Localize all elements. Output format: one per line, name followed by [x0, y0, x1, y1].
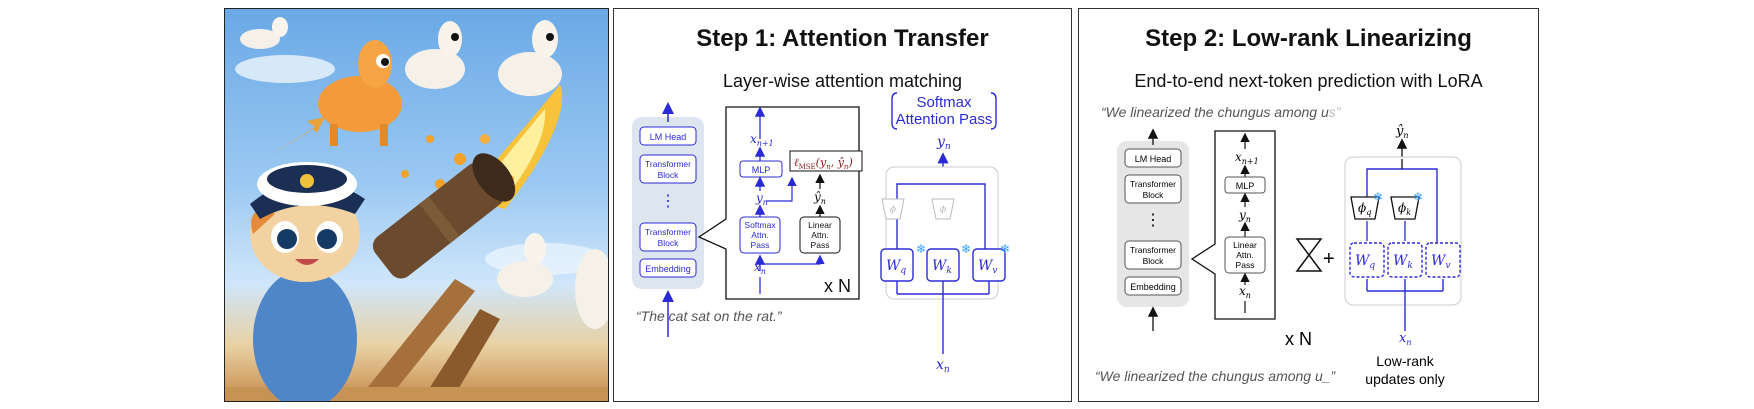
phi-q-ghost [881, 198, 905, 220]
svg-text:Linear: Linear [1233, 240, 1257, 250]
frozen-snowflake-icon: ❄ [1000, 242, 1010, 256]
input-sentence: “We linearized the chungus among u_” [1095, 368, 1337, 384]
embedding-label: Embedding [645, 264, 691, 274]
svg-text:Linear: Linear [808, 220, 832, 230]
lm-head-block [639, 126, 697, 146]
svg-text:Wk: Wk [932, 258, 952, 276]
lm-head-block [1124, 148, 1182, 168]
softmax-attn-block [739, 216, 781, 254]
svg-text:ϕk: ϕk [1398, 201, 1411, 217]
mlp-label: MLP [752, 165, 771, 175]
svg-text:Transformer: Transformer [1130, 245, 1176, 255]
svg-text:Softmax: Softmax [916, 94, 972, 111]
svg-text:ℓMSE(yn, ŷn): ℓMSE(yn, ŷn) [794, 156, 853, 171]
svg-text:Attn.: Attn. [811, 230, 828, 240]
frozen-snowflake-icon: ❄ [1373, 190, 1383, 204]
svg-text:Wv: Wv [1431, 253, 1450, 271]
lm-head-label: LM Head [650, 132, 687, 142]
lowrank-caption-1: Low-rank [1376, 353, 1435, 369]
svg-text:Softmax: Softmax [744, 220, 776, 230]
plus-sign: + [1323, 248, 1335, 270]
svg-text:Block: Block [658, 238, 680, 248]
svg-text:xn+1: xn+1 [750, 132, 774, 148]
svg-text:Wk: Wk [1393, 253, 1413, 271]
svg-text:xn: xn [1399, 331, 1412, 347]
svg-text:xn+1: xn+1 [1235, 150, 1259, 166]
svg-text:ϕq: ϕq [1358, 201, 1371, 217]
transformer-block-top [1124, 174, 1182, 204]
svg-text:Pass: Pass [811, 240, 830, 250]
wk-lora-block [1387, 242, 1423, 278]
ellipsis: ⋮ [660, 193, 676, 210]
phi-q-block [1350, 196, 1380, 220]
svg-text:Block: Block [1143, 256, 1165, 266]
svg-text:yn: yn [1238, 208, 1251, 224]
input-sentence: “The cat sat on the rat.” [636, 308, 783, 324]
svg-text:Block: Block [658, 170, 680, 180]
frozen-snowflake-icon: ❄ [1413, 190, 1423, 204]
svg-text:Pass: Pass [1236, 260, 1255, 270]
layer-zoom-callout [1190, 130, 1276, 320]
svg-text:Pass: Pass [751, 240, 770, 250]
illustration-llama-cannon [224, 8, 609, 402]
phi-k-block [1390, 196, 1420, 220]
frozen-snowflake-icon: ❄ [916, 242, 926, 256]
svg-text:⋮: ⋮ [1145, 212, 1161, 229]
svg-text:Attn.: Attn. [1236, 250, 1253, 260]
step1-title: Step 1: Attention Transfer [696, 25, 989, 52]
frozen-snowflake-icon: ❄ [961, 242, 971, 256]
svg-text:Wq: Wq [886, 258, 906, 276]
step1-panel: Step 1: Attention Transfer Layer-wise at… [613, 8, 1072, 402]
svg-text:ŷn: ŷn [813, 190, 826, 206]
svg-text:Attention Pass: Attention Pass [896, 111, 993, 128]
wv-lora-block [1425, 242, 1461, 278]
svg-text:ϕ: ϕ [940, 205, 946, 215]
svg-text:Transformer: Transformer [645, 227, 691, 237]
svg-text:Transformer: Transformer [645, 159, 691, 169]
svg-text:Embedding: Embedding [1130, 282, 1176, 292]
step2-diagram: “We linearized the chungus among us” LM … [1095, 104, 1462, 387]
svg-text:Transformer: Transformer [1130, 179, 1176, 189]
transformer-block-bottom [639, 222, 697, 252]
svg-text:Wv: Wv [978, 258, 997, 276]
svg-text:LM Head: LM Head [1135, 154, 1172, 164]
svg-text:yn: yn [755, 191, 768, 207]
step2-subtitle: End-to-end next-token prediction with Lo… [1134, 71, 1483, 91]
wq-lora-block [1349, 242, 1385, 278]
svg-text:MLP: MLP [1236, 181, 1255, 191]
svg-text:xn: xn [1239, 284, 1251, 300]
svg-text:ϕ: ϕ [890, 205, 896, 215]
embedding-block [1124, 276, 1182, 296]
svg-text:Block: Block [1143, 190, 1165, 200]
illustration-svg [225, 17, 608, 401]
step2-title: Step 2: Low-rank Linearizing [1145, 25, 1472, 52]
lowrank-caption-2: updates only [1365, 371, 1444, 387]
layer-zoom-callout [697, 106, 860, 300]
attention-pass-box [885, 166, 999, 300]
phi-k-ghost [931, 198, 955, 220]
svg-text:xn: xn [936, 357, 950, 375]
step1-subtitle: Layer-wise attention matching [722, 71, 963, 91]
repeat-n-label: x N [1285, 329, 1312, 349]
svg-text:Attn.: Attn. [751, 230, 768, 240]
svg-text:ŷn: ŷn [1395, 124, 1409, 140]
svg-text:Wq: Wq [1355, 253, 1375, 271]
transformer-block-top [639, 154, 697, 184]
svg-text:yn: yn [936, 134, 951, 152]
embedding-block [639, 258, 697, 278]
step1-diagram: LM Head Transformer Block ⋮ Transformer … [632, 92, 1010, 375]
transformer-block-bottom [1124, 240, 1182, 270]
repeat-n-label: x N [824, 276, 851, 296]
hourglass-icon [1295, 238, 1323, 257]
target-sentence: “We linearized the chungus among us” [1101, 104, 1342, 120]
mse-loss-box [789, 150, 863, 172]
step2-panel: Step 2: Low-rank Linearizing End-to-end … [1078, 8, 1539, 402]
svg-text:xn: xn [754, 260, 766, 276]
